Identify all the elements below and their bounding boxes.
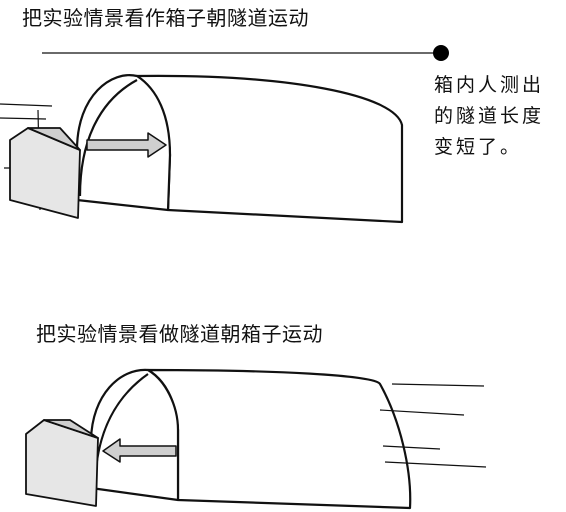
arrow-left-icon — [102, 438, 177, 463]
tunnel-bottom — [89, 368, 412, 510]
tunnel-bottom-body — [146, 368, 412, 510]
tunnel-top-mouth-inner — [78, 79, 138, 197]
tunnel-top-body — [135, 74, 404, 224]
box-top — [9, 127, 81, 219]
observer-note: 箱内人测出的隧道长度变短了。 — [434, 74, 545, 158]
box-top-side — [27, 127, 81, 151]
box-bottom — [25, 419, 99, 507]
tunnel-bottom-base — [90, 486, 179, 502]
bottom-caption: 把实验情景看做隧道朝箱子运动 — [36, 322, 323, 346]
speed-lines-bottom — [379, 383, 487, 468]
reference-endpoint-dot — [433, 45, 449, 61]
box-top-front — [9, 127, 81, 219]
tunnel-top-base — [76, 198, 169, 212]
tunnel-bottom-mouth-outer — [89, 368, 180, 500]
box-bottom-side — [43, 419, 99, 439]
arrow-right-icon — [86, 132, 167, 158]
box-bottom-front — [25, 419, 99, 507]
top-caption: 把实验情景看作箱子朝隧道运动 — [22, 6, 309, 30]
